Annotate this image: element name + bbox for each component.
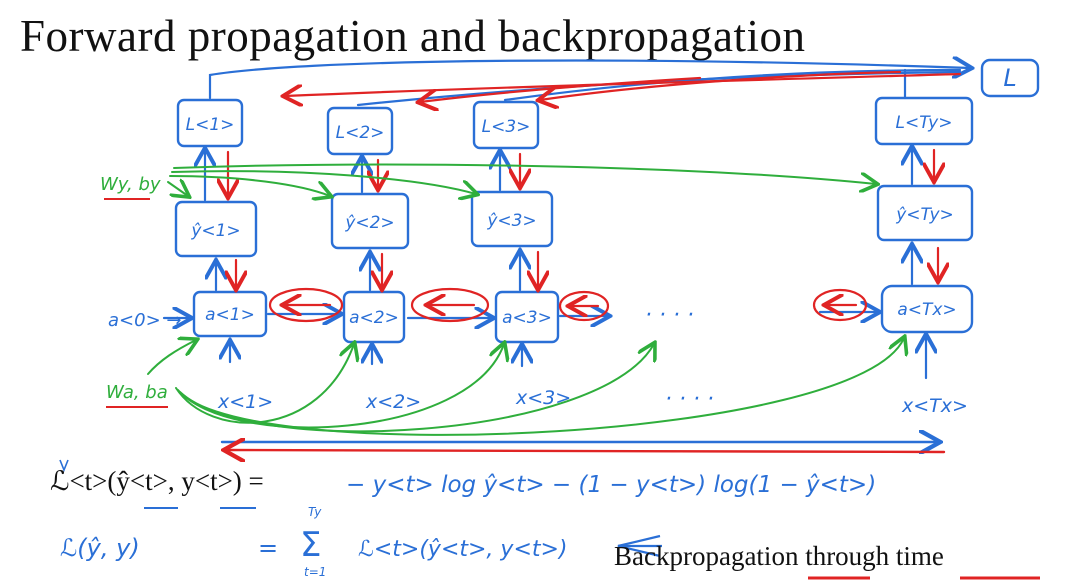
a-node-1: a<1> <box>192 290 268 338</box>
loss-node-ty: L<Ty> <box>874 96 974 146</box>
x-label-3: x<3> <box>515 387 571 409</box>
yhat-label-3: ŷ<3> <box>486 211 536 231</box>
a-label-1: a<1> <box>205 305 255 325</box>
total-loss-equation: ℒ(ŷ, y) = Σ Ty t=1 ℒ<t>(ŷ<t>, y<t>) <box>60 505 662 579</box>
weight-arrows-wa <box>147 338 904 436</box>
loss-equation-lhs: ℒ<t>(ŷ<t>, y<t>) = <box>50 466 264 496</box>
weight-arrows-wy <box>167 163 876 196</box>
ellipsis-middle: · · · · <box>645 303 694 328</box>
a-node-tx: a<Tx> <box>880 284 974 334</box>
a-node-3: a<3> <box>494 290 560 344</box>
yhat-node-1: ŷ<1> <box>174 200 258 258</box>
yhat-node-3: ŷ<3> <box>470 190 554 248</box>
wy-label: Wy, by <box>100 174 161 195</box>
total-loss-node: L <box>980 58 1040 98</box>
time-arrows <box>220 442 946 452</box>
x-label-1: x<1> <box>217 391 273 413</box>
loss-node-2: L<2> <box>326 106 394 156</box>
a-label-tx: a<Tx> <box>897 300 956 320</box>
yhat-node-ty: ŷ<Ty> <box>876 184 974 242</box>
slide-caption: Backpropagation through time <box>614 541 944 571</box>
loss-node-3: L<3> <box>472 100 540 150</box>
total-eq-lhs: ℒ(ŷ, y) <box>60 534 140 562</box>
x-label-2: x<2> <box>365 391 421 413</box>
loss-label-1: L<1> <box>186 115 235 135</box>
vertical-arrows <box>205 148 938 380</box>
loss-label-3: L<3> <box>482 117 531 137</box>
yhat-label-2: ŷ<2> <box>344 213 394 233</box>
sum-top: Ty <box>308 505 322 519</box>
total-eq-rhs: ℒ<t>(ŷ<t>, y<t>) <box>358 537 568 562</box>
total-eq-equals: = <box>258 534 278 562</box>
loss-aggregation-arrows <box>208 61 970 105</box>
ellipsis-bottom: · · · · <box>665 387 714 412</box>
loss-label-2: L<2> <box>336 123 385 143</box>
sum-bottom: t=1 <box>304 565 326 579</box>
total-loss-label: L <box>1003 64 1016 92</box>
a-label-2: a<2> <box>349 308 399 328</box>
a-node-2: a<2> <box>342 290 406 344</box>
yhat-label-ty: ŷ<Ty> <box>895 205 954 225</box>
loss-nodes: L<1> L<2> L<3> L<Ty> <box>176 96 974 156</box>
loss-label-ty: L<Ty> <box>896 113 953 133</box>
check-mark-icon <box>59 459 69 473</box>
a0-label: a<0> → <box>108 310 181 331</box>
backward-circled-arrows <box>268 287 868 323</box>
wa-label: Wa, ba <box>106 382 168 403</box>
a-label-3: a<3> <box>502 308 552 328</box>
loss-equation-rhs: − y<t> log ŷ<t> − (1 − y<t>) log(1 − ŷ<t… <box>346 472 876 498</box>
yhat-nodes: ŷ<1> ŷ<2> ŷ<3> ŷ<Ty> <box>174 184 974 258</box>
sum-symbol: Σ <box>300 525 321 565</box>
x-label-tx: x<Tx> <box>901 395 968 417</box>
slide-title: Forward propagation and backpropagation <box>20 11 806 61</box>
yhat-node-2: ŷ<2> <box>330 192 410 250</box>
loss-node-1: L<1> <box>176 98 244 148</box>
yhat-label-1: ŷ<1> <box>190 221 240 241</box>
